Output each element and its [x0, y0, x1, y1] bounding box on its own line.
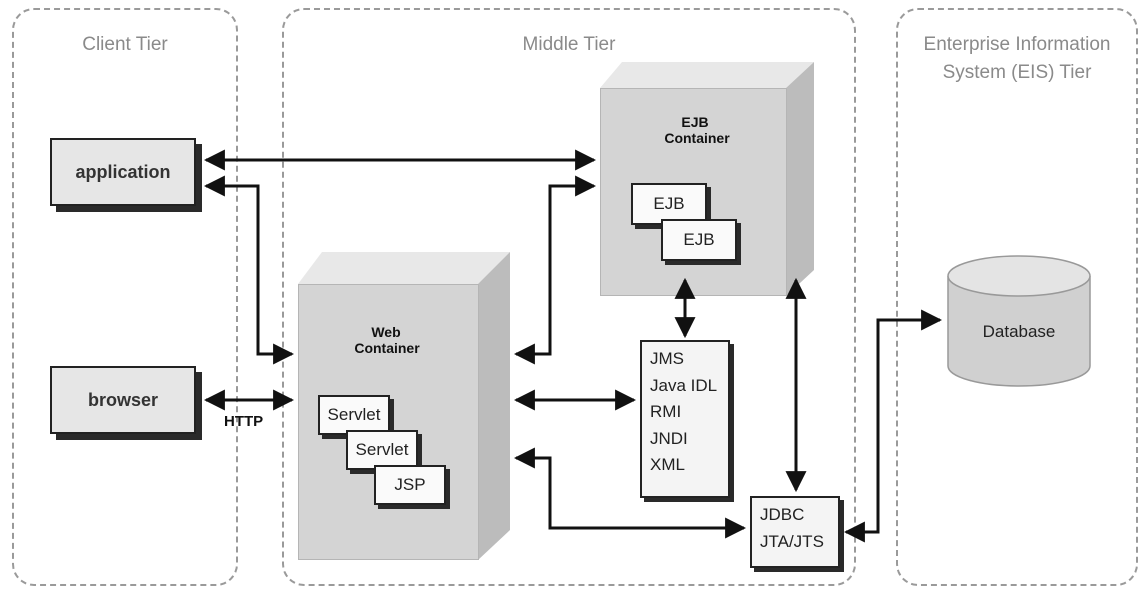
service-java-idl: Java IDL [650, 375, 718, 395]
arrow-web-ejb [513, 175, 597, 365]
http-label: HTTP [224, 413, 264, 430]
database-label: Database [982, 322, 1056, 341]
application-label: application [75, 161, 171, 182]
eis-tier: Enterprise Information System (EIS) Tier [896, 8, 1138, 586]
jsp-component[interactable]: JSP [374, 465, 446, 505]
web-container-side [478, 252, 510, 560]
ejb-container[interactable]: EJB Container [600, 62, 814, 296]
client-tier-title: Client Tier [82, 34, 168, 55]
jdbc-label: JDBC [760, 505, 805, 524]
web-container-top [298, 252, 510, 284]
ejb-component-2[interactable]: EJB [661, 219, 737, 261]
ejb-component-1[interactable]: EJB [631, 183, 707, 225]
jdbc-box[interactable]: JDBC JTA/JTS [750, 496, 840, 568]
web-container-title-line1: Web [371, 324, 401, 340]
arrow-application-web [203, 175, 295, 365]
middle-tier-title: Middle Tier [522, 34, 616, 55]
ejb-container-title-line1: EJB [681, 114, 709, 130]
arrow-jdbc-database [843, 309, 943, 543]
ejb-container-side [786, 62, 814, 296]
eis-tier-title-line1: Enterprise Information [923, 34, 1111, 55]
application-box[interactable]: application [50, 138, 196, 206]
browser-box[interactable]: browser [50, 366, 196, 434]
jta-jts-label: JTA/JTS [760, 531, 824, 551]
ejb-container-title-line2: Container [664, 130, 730, 146]
web-container-title-line2: Container [354, 340, 420, 356]
arrow-web-jdbc [513, 447, 747, 539]
browser-label: browser [87, 389, 159, 410]
database-cylinder[interactable] [944, 254, 1094, 394]
service-jms: JMS [650, 349, 684, 368]
service-rmi: RMI [650, 402, 682, 421]
ejb-container-top [600, 62, 814, 88]
service-jndi: JNDI [650, 428, 688, 448]
eis-tier-title-line2: System (EIS) Tier [942, 62, 1092, 83]
servlet-component-2[interactable]: Servlet [346, 430, 418, 470]
servlet-component-1[interactable]: Servlet [318, 395, 390, 435]
